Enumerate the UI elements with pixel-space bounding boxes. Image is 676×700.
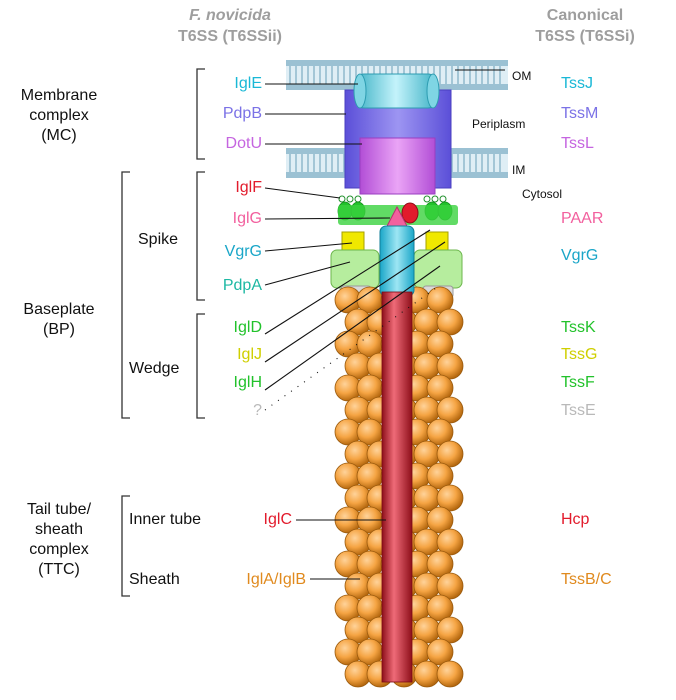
sheath-ball [426, 506, 454, 534]
fn-label-iglj: IglJ [237, 346, 262, 363]
igle-shape [355, 73, 437, 109]
inner-tube-shape [381, 291, 413, 683]
fn-label-igld: IglD [233, 319, 262, 336]
label-im: IM [512, 163, 526, 177]
sheath-ball [426, 550, 454, 578]
group-label-bp-2: (BP) [43, 321, 75, 338]
vgrg-shape [379, 225, 415, 297]
subgroup-inner-tube: Inner tube [129, 511, 202, 528]
sheath-ball [413, 660, 441, 688]
group-label-ttc-3: complex [29, 541, 89, 558]
leader-lines [264, 83, 446, 580]
group-label-ttc-4: (TTC) [38, 561, 80, 578]
sheath-ball [436, 528, 464, 556]
sheath-ball [436, 616, 464, 644]
fn-label-dotu: DotU [225, 135, 262, 152]
canon-label-tsse: TssE [561, 402, 596, 419]
canon-label-tssm: TssM [561, 105, 599, 122]
fn-label-igla-iglb: IglA/IglB [246, 571, 306, 588]
fn-label-iglh: IglH [233, 374, 262, 391]
group-label-ttc-2: sheath [34, 521, 84, 538]
fn-header-species: F. novicida [189, 7, 271, 24]
canonical-header-line1: Canonical [546, 7, 624, 24]
pdpa-left [330, 249, 380, 289]
subgroup-spike: Spike [138, 231, 179, 248]
bracket-mc [196, 68, 205, 160]
subgroup-sheath: Sheath [129, 571, 180, 588]
sheath-ball [436, 308, 464, 336]
group-label-bp-1: Baseplate [23, 301, 95, 318]
canon-label-tssbc: TssB/C [561, 571, 612, 588]
sheath-ball [436, 572, 464, 600]
fn-header-system: T6SS (T6SSii) [177, 28, 283, 45]
canon-label-tssg: TssG [561, 346, 598, 363]
canon-label-hcp: Hcp [561, 511, 590, 528]
fn-label-igle: IglE [234, 75, 262, 92]
sheath-ball [436, 440, 464, 468]
fn-label-pdpb: PdpB [222, 105, 262, 122]
label-om: OM [512, 69, 532, 83]
sheath-ball [426, 462, 454, 490]
canonical-header-line2: T6SS (T6SSi) [535, 28, 635, 45]
sheath-ball [426, 374, 454, 402]
sheath-ball [436, 352, 464, 380]
sheath-ball [426, 330, 454, 358]
fn-label-unknown: ? [253, 402, 262, 419]
subgroup-wedge: Wedge [129, 360, 180, 377]
iglf-row [338, 195, 447, 203]
group-label-ttc-1: Tail tube/ [26, 501, 92, 518]
canon-label-tssl: TssL [561, 135, 594, 152]
label-periplasm: Periplasm [472, 117, 526, 131]
iglf-shape [401, 202, 419, 224]
bracket-ttc [121, 495, 130, 597]
sheath-ball [436, 484, 464, 512]
brackets [121, 68, 205, 597]
sheath-ball [426, 638, 454, 666]
canon-label-tssk: TssK [561, 319, 596, 336]
sheath-ball [426, 286, 454, 314]
group-label-mc-2: complex [29, 107, 89, 124]
bracket-spike [196, 171, 205, 301]
canon-label-vgrg: VgrG [561, 247, 599, 264]
sheath-ball [426, 594, 454, 622]
group-label-mc-3: (MC) [41, 127, 77, 144]
label-cytosol: Cytosol [522, 187, 563, 201]
pdpa-right [413, 249, 463, 289]
fn-label-iglg: IglG [232, 210, 262, 227]
sheath-ball [426, 418, 454, 446]
bracket-wedge [196, 313, 205, 419]
bracket-bp [121, 171, 130, 419]
sheath-ball [436, 396, 464, 424]
sheath-ball [436, 660, 464, 688]
canon-label-tssj: TssJ [561, 75, 593, 92]
dotu-shape [359, 137, 436, 195]
fn-label-pdpa: PdpA [222, 277, 262, 294]
fn-label-vgrg: VgrG [224, 243, 262, 260]
canon-label-tssf: TssF [561, 374, 595, 391]
group-label-mc-1: Membrane [20, 87, 98, 104]
fn-label-iglc: IglC [263, 511, 292, 528]
canon-label-paar: PAAR [561, 210, 604, 227]
fn-label-iglf: IglF [235, 179, 262, 196]
